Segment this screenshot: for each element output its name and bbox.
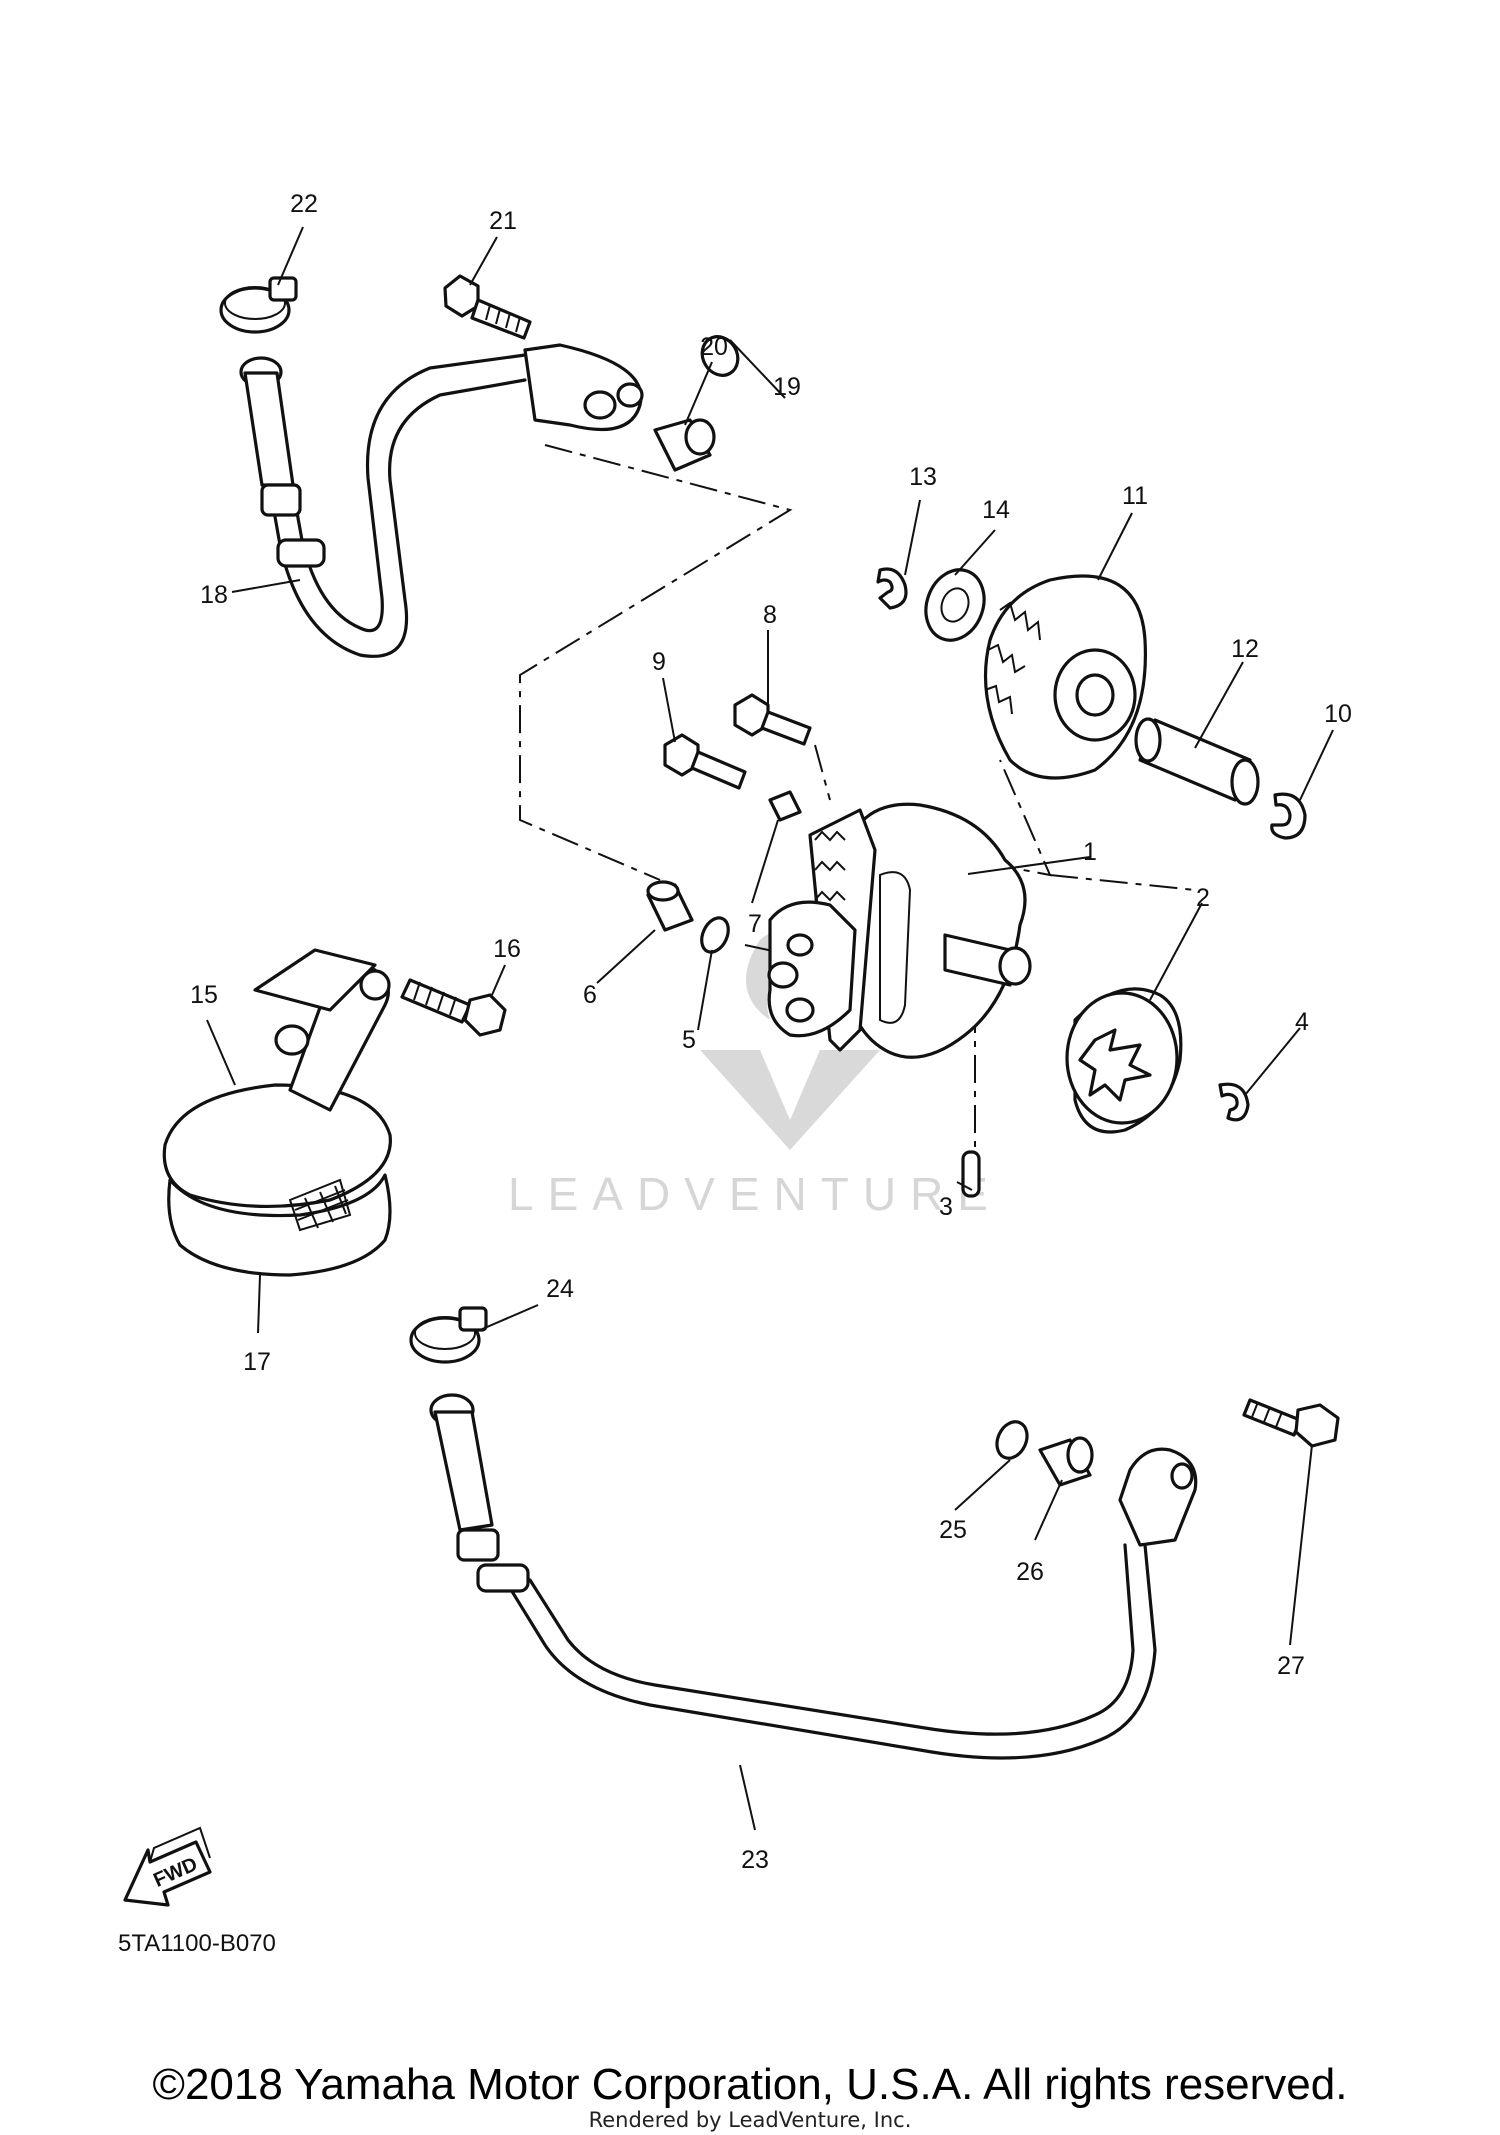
part-5-o-ring	[700, 916, 730, 954]
callout-22: 22	[290, 190, 318, 218]
part-9-bolt	[663, 733, 747, 790]
callout-13: 13	[909, 463, 937, 491]
part-7-dowel-pin	[768, 790, 802, 822]
fwd-arrow-icon: FWD	[123, 1826, 212, 1907]
callout-5: 5	[682, 1026, 696, 1054]
callout-7: 7	[748, 910, 762, 938]
callout-19: 19	[773, 373, 801, 401]
part-16-bolt	[400, 978, 507, 1037]
part-27-bolt	[1242, 1398, 1340, 1448]
copyright-notice: ©2018 Yamaha Motor Corporation, U.S.A. A…	[152, 2060, 1348, 2109]
part-13-circlip	[876, 567, 908, 610]
callout-8: 8	[763, 601, 777, 629]
callout-6: 6	[583, 981, 597, 1009]
callout-26: 26	[1016, 1558, 1044, 1586]
callout-25: 25	[939, 1516, 967, 1544]
part-15-oil-strainer	[162, 948, 392, 1277]
callout-4: 4	[1295, 1008, 1309, 1036]
part-6-collar	[646, 880, 694, 932]
part-2-rotor	[1065, 987, 1183, 1134]
callout-21: 21	[489, 207, 517, 235]
part-3-pin	[961, 1150, 981, 1198]
callout-labels: 1 2 3 4 5 6 7 8 9 10 11 12 13 14 15 16 1…	[190, 190, 1352, 1874]
callout-23: 23	[741, 1846, 769, 1874]
part-22-hose-clamp	[219, 276, 298, 334]
part-1-oil-pump	[767, 802, 1032, 1059]
leader-lines	[206, 226, 1334, 1831]
part-24-hose-clamp	[409, 1306, 488, 1364]
callout-2: 2	[1196, 884, 1210, 912]
callout-24: 24	[546, 1275, 574, 1303]
part-8-bolt	[733, 693, 812, 746]
diagram-code: 5TA1100-B070	[118, 1930, 276, 1957]
part-18-oil-pipe	[239, 343, 644, 658]
callout-18: 18	[200, 581, 228, 609]
callout-27: 27	[1277, 1652, 1305, 1680]
callout-11: 11	[1122, 482, 1148, 510]
callout-17: 17	[243, 1348, 271, 1376]
callout-12: 12	[1231, 635, 1259, 663]
part-23-oil-pipe	[429, 1393, 1198, 1760]
rendered-by-credit: Rendered by LeadVenture, Inc.	[588, 2108, 912, 2132]
callout-9: 9	[652, 648, 666, 676]
part-25-o-ring	[995, 1420, 1029, 1460]
callout-3: 3	[939, 1193, 953, 1221]
part-26-collar	[1038, 1436, 1094, 1487]
callout-16: 16	[493, 935, 521, 963]
callout-1: 1	[1083, 838, 1097, 866]
part-12-shaft	[1134, 717, 1260, 806]
part-21-bolt	[443, 274, 532, 340]
part-14-washer	[924, 568, 986, 642]
part-4-circlip	[1218, 1082, 1250, 1122]
part-20-collar	[653, 418, 716, 472]
part-11-gear	[983, 574, 1148, 780]
watermark-text: LEADVENTURE	[508, 1168, 1002, 1220]
part-10-circlip	[1270, 792, 1307, 840]
callout-15: 15	[190, 981, 218, 1009]
callout-14: 14	[982, 496, 1010, 524]
callout-20: 20	[700, 333, 728, 361]
callout-10: 10	[1324, 700, 1352, 728]
